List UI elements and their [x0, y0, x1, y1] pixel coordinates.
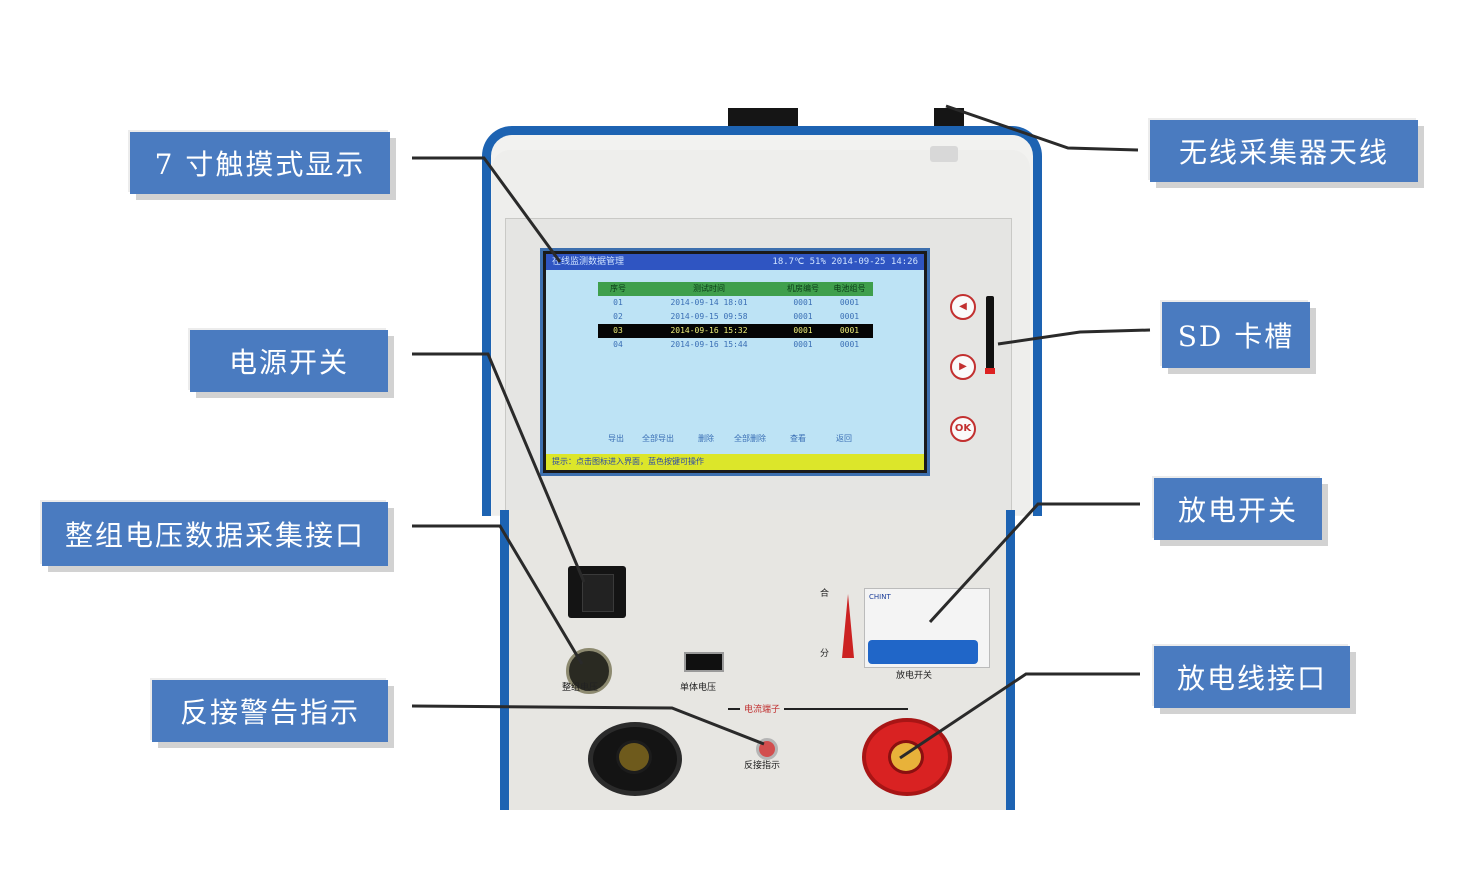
breaker-lever[interactable]	[868, 640, 978, 664]
negative-terminal-core	[616, 740, 652, 774]
delete-button[interactable]: 删除	[698, 434, 714, 443]
power-switch-rocker[interactable]	[582, 574, 614, 612]
leader-power	[412, 352, 586, 583]
on-off-indicator-icon	[842, 594, 854, 658]
cell-time: 2014-09-16 15:32	[670, 326, 748, 335]
export-button[interactable]: 导出	[608, 434, 624, 443]
voltage-input-jack[interactable]	[566, 648, 612, 694]
right-arrow-button[interactable]: ▶	[950, 354, 976, 380]
breaker-brand: CHINT	[869, 593, 891, 601]
left-arrow-button[interactable]: ◀	[950, 294, 976, 320]
antenna-right	[934, 108, 964, 130]
cell-battery: 0001	[839, 312, 860, 321]
cell-battery: 0001	[839, 298, 860, 307]
label-cell-voltage: 单体电压	[680, 683, 717, 693]
label-on: 合	[820, 589, 830, 599]
cell-battery: 0001	[839, 326, 860, 335]
leader-display	[412, 156, 562, 263]
cell-time: 2014-09-16 15:44	[670, 340, 748, 349]
label-reverse: 反接指示	[744, 761, 781, 771]
col-battery: 电池组号	[833, 284, 866, 293]
callout-reverse-warning: 反接警告指示	[152, 680, 388, 742]
col-time: 测试时间	[693, 284, 725, 293]
callout-voltage-port: 整组电压数据采集接口	[42, 502, 388, 566]
cell-time: 2014-09-15 09:58	[670, 312, 748, 321]
usb-port[interactable]	[684, 652, 724, 672]
lcd-status: 18.7℃ 51% 2014-09-25 14:26	[772, 257, 918, 267]
antenna-base	[930, 146, 958, 162]
lcd-title: 在线监测数据管理	[552, 257, 625, 267]
callout-power-switch: 电源开关	[190, 330, 388, 392]
arrow-right-icon: ▶	[959, 361, 967, 372]
leader-discharge-port	[899, 672, 1140, 760]
leader-reverse	[411, 704, 765, 746]
cell-room: 0001	[793, 298, 813, 307]
callout-antenna: 无线采集器天线	[1150, 120, 1418, 182]
lcd-title-bar: 在线监测数据管理 18.7℃ 51% 2014-09-25 14:26	[546, 254, 924, 270]
cell-room: 0001	[793, 326, 813, 335]
table-row-selected[interactable]: 03 2014-09-16 15:32 0001 0001	[598, 324, 873, 338]
view-button[interactable]: 查看	[790, 434, 806, 443]
cell-battery: 0001	[839, 340, 860, 349]
col-room: 机房编号	[787, 284, 819, 293]
positive-terminal-core	[888, 740, 924, 774]
cell-index: 02	[613, 312, 623, 321]
lcd-table-header: 序号 测试时间 机房编号 电池组号	[598, 282, 873, 296]
leader-voltage	[412, 524, 584, 665]
label-voltage: 整组电压	[562, 683, 599, 693]
table-row[interactable]: 04 2014-09-16 15:44 0001 0001	[598, 338, 873, 352]
label-terminals: 电流端子	[740, 702, 785, 715]
table-row[interactable]: 02 2014-09-15 09:58 0001 0001	[598, 310, 873, 324]
cell-index: 03	[613, 326, 623, 335]
sd-indicator-icon	[985, 368, 995, 374]
cell-time: 2014-09-14 18:01	[670, 298, 748, 307]
antenna-left	[728, 108, 798, 130]
callout-discharge-port: 放电线接口	[1154, 646, 1350, 708]
callout-display: 7 寸触摸式显示	[130, 132, 390, 194]
leader-sd	[997, 328, 1151, 346]
back-button[interactable]: 返回	[836, 434, 852, 443]
terminal-divider	[728, 708, 908, 710]
callout-sd-slot: SD 卡槽	[1162, 302, 1310, 368]
cell-index: 01	[613, 298, 623, 307]
table-row[interactable]: 01 2014-09-14 18:01 0001 0001	[598, 296, 873, 310]
lcd-hint-bar: 提示：点击图标进入界面，蓝色按键可操作	[546, 454, 924, 470]
negative-terminal[interactable]	[588, 722, 682, 796]
lcd-data-table: 序号 测试时间 机房编号 电池组号 01 2014-09-14 18:01 00…	[598, 282, 873, 352]
export-all-button[interactable]: 全部导出	[642, 434, 674, 443]
cell-room: 0001	[793, 312, 813, 321]
cell-index: 04	[613, 340, 623, 349]
positive-terminal[interactable]	[862, 718, 952, 796]
callout-discharge-switch: 放电开关	[1154, 478, 1322, 540]
leader-antenna	[945, 104, 1139, 152]
lcd-screen[interactable]: 在线监测数据管理 18.7℃ 51% 2014-09-25 14:26 序号 测…	[546, 254, 924, 470]
delete-all-button[interactable]: 全部删除	[734, 434, 766, 443]
cell-room: 0001	[793, 340, 813, 349]
sd-card-slot[interactable]	[986, 296, 994, 374]
leader-discharge-switch	[928, 502, 1140, 624]
col-index: 序号	[610, 284, 626, 293]
label-discharge-switch: 放电开关	[896, 671, 933, 681]
ok-button[interactable]: OK	[950, 416, 976, 442]
label-off: 分	[820, 649, 830, 659]
arrow-left-icon: ◀	[959, 301, 967, 312]
lcd-footer-buttons: 导出 全部导出 删除 全部删除 查看 返回	[598, 432, 873, 446]
